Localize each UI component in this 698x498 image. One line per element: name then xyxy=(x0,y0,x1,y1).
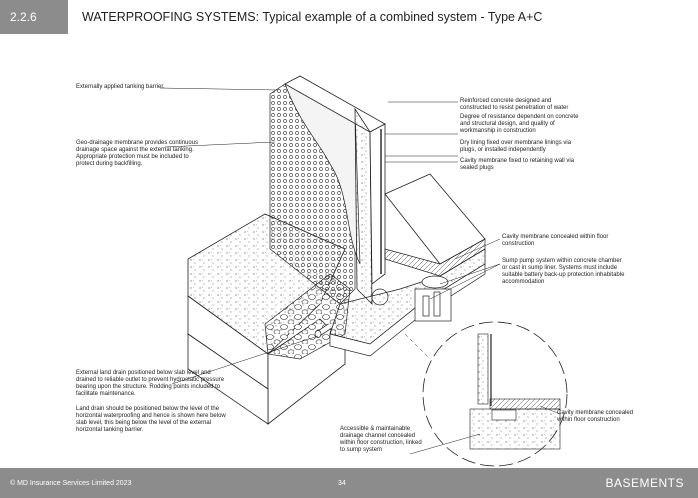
page-header: 2.2.6 WATERPROOFING SYSTEMS: Typical exa… xyxy=(0,0,698,34)
label-land-drain-2: Land drain should be positioned below th… xyxy=(76,406,226,433)
waterproofing-diagram: Externally applied tanking barrier. Geo-… xyxy=(0,34,698,468)
label-degree-resistance: Degree of resistance dependent on concre… xyxy=(460,114,579,134)
retaining-wall xyxy=(284,75,386,305)
label-land-drain: External land drain positioned below sla… xyxy=(76,370,225,397)
label-sump-pump: Sump pump system within concrete chamber… xyxy=(502,258,625,285)
page-title: WATERPROOFING SYSTEMS: Typical example o… xyxy=(82,10,543,24)
label-cavity-wall: Cavity membrane fixed to retaining wall … xyxy=(460,158,575,171)
tanking-barrier xyxy=(284,83,361,265)
sump-chamber xyxy=(371,275,452,322)
label-cavity-detail: Cavity membrane concealed within floor c… xyxy=(557,410,634,423)
page-footer: © MD Insurance Services Limited 2023 34 … xyxy=(0,468,698,498)
label-dry-lining: Dry lining fixed over membrane linings v… xyxy=(460,140,572,153)
label-reinforced-concrete: Reinforced concrete designed and constru… xyxy=(460,98,569,111)
label-tanking-barrier: Externally applied tanking barrier. xyxy=(76,84,165,90)
section-brand: BASEMENTS xyxy=(605,476,684,490)
section-drawing xyxy=(159,75,568,467)
label-drainage-channel: Accessible & maintainable drainage chann… xyxy=(340,426,422,453)
floor-slab xyxy=(329,173,486,357)
detail-callout xyxy=(409,321,568,467)
copyright-text: © MD Insurance Services Limited 2023 xyxy=(10,479,132,487)
label-cavity-floor: Cavity membrane concealed within floor c… xyxy=(502,234,609,247)
leader-lines xyxy=(159,87,501,385)
label-geo-drainage: Geo-drainage membrane provides continuou… xyxy=(76,140,199,167)
page-number: 34 xyxy=(338,479,346,487)
section-number: 2.2.6 xyxy=(0,0,68,34)
land-drain-pipe xyxy=(314,323,332,338)
